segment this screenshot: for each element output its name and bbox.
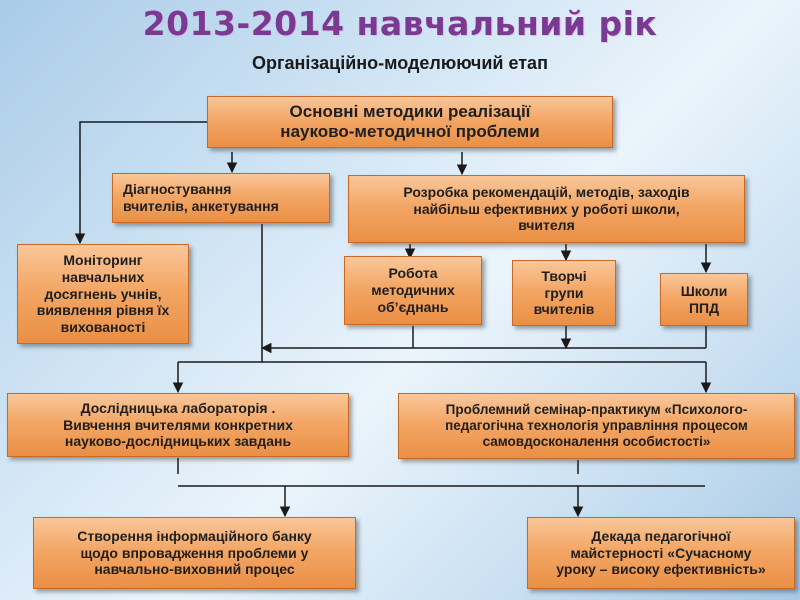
node-line: Дослідницька лабораторія . <box>80 399 276 416</box>
node-pedagogical-decade: Декада педагогічної майстерності «Сучасн… <box>527 517 795 589</box>
node-info-databank: Створення інформаційного банку щодо впро… <box>33 517 356 589</box>
node-line: Робота <box>388 265 438 282</box>
node-line: Творчі <box>541 267 587 284</box>
node-line: Вивчення вчителями конкретних <box>63 416 293 433</box>
node-research-lab: Дослідницька лабораторія . Вивчення вчит… <box>7 393 349 457</box>
node-line: Діагностування <box>123 181 232 198</box>
node-line: Школи <box>680 282 728 299</box>
node-line: виявлення рівня їх <box>36 302 170 319</box>
connector-main-monitoring <box>74 121 207 245</box>
node-line: уроку – високу ефективність» <box>556 561 766 578</box>
node-line: Розробка рекомендацій, методів, заходів <box>403 183 690 200</box>
node-line: навчально-виховний процес <box>94 561 295 578</box>
node-line: самовдосконалення особистості» <box>482 434 711 450</box>
node-line: Основні методики реалізації <box>289 101 531 121</box>
node-monitoring: Моніторинг навчальних досягнень учнів, в… <box>17 244 189 344</box>
node-line: вчителя <box>518 217 575 234</box>
node-line: вихованості <box>60 319 146 336</box>
node-line: Декада педагогічної <box>591 527 731 544</box>
node-line: досягнень учнів, <box>44 285 162 302</box>
node-line: найбільш ефективних у роботі школи, <box>413 200 680 217</box>
node-line: Проблемний семінар-практикум «Психолого- <box>445 401 748 417</box>
node-line: науково-методичної проблеми <box>280 122 540 141</box>
node-recommendations: Розробка рекомендацій, методів, заходів … <box>348 175 745 243</box>
page-title: 2013-2014 навчальний рік <box>142 4 658 43</box>
node-line: об’єднань <box>377 298 449 315</box>
node-line: щодо впровадження проблеми у <box>80 544 309 561</box>
node-diagnosis: Діагностування вчителів, анкетування <box>112 173 330 223</box>
node-seminar: Проблемний семінар-практикум «Психолого-… <box>398 393 795 459</box>
node-main-methods: Основні методики реалізації науково-мето… <box>207 96 613 148</box>
node-line: майстерності «Сучасному <box>570 544 752 561</box>
node-creative-groups: Творчі групи вчителів <box>512 260 616 326</box>
node-line: педагогічна технологія управління процес… <box>445 417 748 433</box>
node-line: навчальних <box>61 268 145 285</box>
node-line: ППД <box>688 299 720 316</box>
node-line: групи <box>544 284 584 301</box>
node-methodical-associations: Робота методичних об’єднань <box>344 256 482 325</box>
node-line: Моніторинг <box>63 252 143 268</box>
node-line: Створення інформаційного банку <box>77 527 312 544</box>
node-ppd-schools: Школи ППД <box>660 273 748 326</box>
page-subtitle: Організаційно-моделюючий етап <box>252 53 548 73</box>
node-line: вчителів <box>533 301 595 318</box>
node-line: методичних <box>371 282 455 299</box>
node-line: науково-дослідницьких завдань <box>64 433 292 450</box>
node-line: вчителів, анкетування <box>123 198 279 214</box>
